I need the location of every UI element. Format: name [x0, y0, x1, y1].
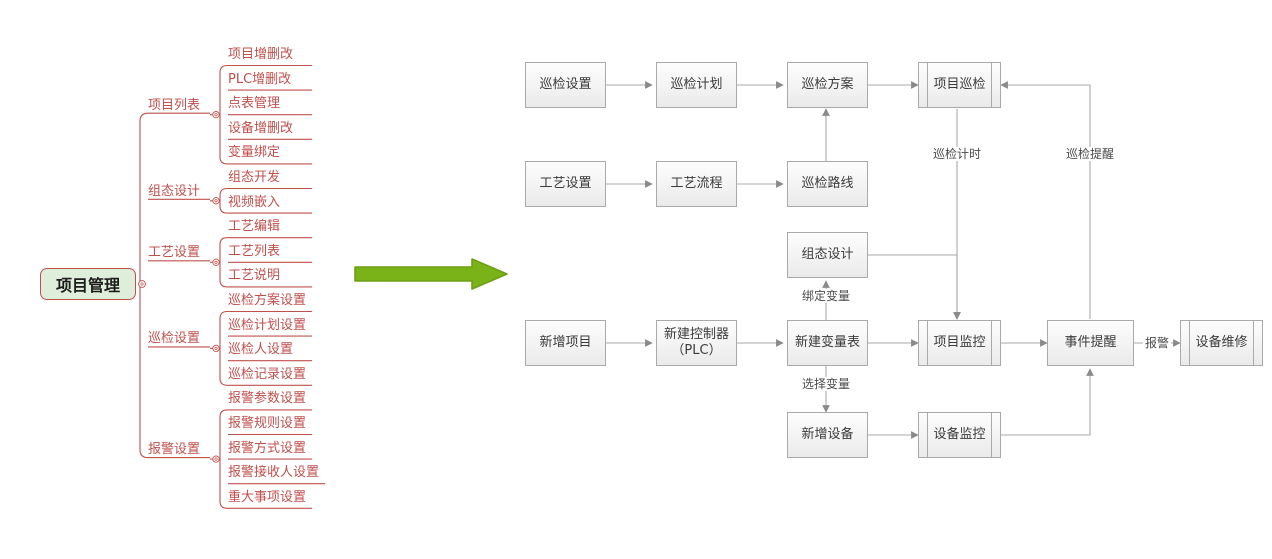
mindmap-root-label: 项目管理	[55, 276, 120, 295]
flow-node-n9[interactable]: 新增项目	[525, 320, 606, 366]
mindmap-leaf-4-3[interactable]: 报警接收人设置	[228, 465, 320, 481]
flow-node-label: 工艺设置	[539, 176, 592, 191]
predefined-right-bar	[1253, 321, 1254, 365]
flow-node-n10[interactable]: 新建控制器 （PLC）	[656, 320, 737, 366]
mindmap-branch-0[interactable]: 项目列表	[148, 97, 201, 113]
flow-node-n1[interactable]: 巡检设置	[525, 62, 606, 108]
predefined-left-bar	[927, 413, 928, 457]
flow-node-label: 设备监控	[933, 427, 986, 442]
mindmap-leaf-0-4[interactable]: 变量绑定	[228, 145, 281, 161]
mindmap-branch-3[interactable]: 巡检设置	[148, 331, 201, 347]
mindmap-branch-2[interactable]: 工艺设置	[148, 245, 201, 261]
mindmap-leaf-2-1[interactable]: 工艺列表	[228, 243, 281, 259]
mindmap-branch-1[interactable]: 组态设计	[148, 183, 201, 199]
predefined-right-bar	[991, 413, 992, 457]
flow-edge-label-e-xjjs: 巡检计时	[931, 147, 984, 161]
mindmap-leaf-0-1[interactable]: PLC增删改	[228, 71, 292, 87]
flow-edge-label-e-bj: 报警	[1143, 336, 1172, 350]
predefined-right-bar	[991, 63, 992, 107]
green-right-arrow-icon	[354, 258, 508, 290]
mindmap-leaf-1-1[interactable]: 视频嵌入	[228, 194, 281, 210]
flow-node-label: 项目巡检	[933, 77, 986, 92]
predefined-left-bar	[927, 63, 928, 107]
flow-node-label: 巡检计划	[670, 77, 723, 92]
mindmap-leaf-0-0[interactable]: 项目增删改	[228, 47, 294, 62]
mindmap-leaf-4-4[interactable]: 重大事项设置	[228, 489, 307, 505]
mindmap-leaf-1-0[interactable]: 组态开发	[228, 170, 281, 185]
mindmap-leaf-4-2[interactable]: 报警方式设置	[228, 440, 307, 456]
flow-node-n12[interactable]: 项目监控	[918, 320, 1001, 366]
flow-node-label: 巡检设置	[539, 77, 592, 92]
predefined-left-bar	[927, 321, 928, 365]
mindmap-leaf-2-0[interactable]: 工艺编辑	[228, 219, 281, 235]
flow-node-label: 巡检方案	[801, 77, 854, 92]
flow-edge-label-e-xjtx: 巡检提醒	[1064, 147, 1117, 161]
flow-node-label: 新建变量表	[794, 335, 860, 350]
flow-node-n7[interactable]: 巡检路线	[787, 161, 868, 207]
flow-node-n13[interactable]: 事件提醒	[1047, 320, 1134, 366]
flow-node-label: 事件提醒	[1064, 335, 1117, 350]
flow-node-n11[interactable]: 新建变量表	[787, 320, 868, 366]
flow-node-label: 新增项目	[539, 335, 592, 350]
flow-node-n3[interactable]: 巡检方案	[787, 62, 868, 108]
mindmap-leaf-0-3[interactable]: 设备增删改	[228, 120, 294, 136]
flow-node-n8[interactable]: 组态设计	[787, 232, 868, 278]
mindmap-leaf-3-0[interactable]: 巡检方案设置	[228, 293, 307, 308]
mindmap-root-node[interactable]: 项目管理	[40, 268, 136, 300]
flow-node-label: 巡检路线	[801, 176, 854, 191]
flow-node-label: 组态设计	[801, 247, 854, 262]
mindmap-branch-4[interactable]: 报警设置	[148, 442, 201, 458]
flow-node-n14[interactable]: 设备维修	[1180, 320, 1263, 366]
mindmap-leaf-3-3[interactable]: 巡检记录设置	[228, 366, 307, 382]
flow-node-label: 设备维修	[1195, 335, 1248, 350]
predefined-left-bar	[1189, 321, 1190, 365]
mindmap-leaf-3-1[interactable]: 巡检计划设置	[228, 317, 307, 333]
flow-edge-label-e-xzbl: 选择变量	[800, 377, 853, 391]
flow-node-label: 工艺流程	[670, 176, 723, 191]
flow-node-label: 新建控制器 （PLC）	[663, 327, 729, 358]
mindmap-leaf-4-0[interactable]: 报警参数设置	[228, 391, 307, 407]
mindmap-leaf-3-2[interactable]: 巡检人设置	[228, 342, 294, 358]
flow-node-n4[interactable]: 项目巡检	[918, 62, 1001, 108]
flow-node-label: 项目监控	[933, 335, 986, 350]
mindmap-leaf-2-2[interactable]: 工艺说明	[228, 268, 281, 284]
flow-node-n6[interactable]: 工艺流程	[656, 161, 737, 207]
flow-node-n16[interactable]: 设备监控	[918, 412, 1001, 458]
flow-node-n2[interactable]: 巡检计划	[656, 62, 737, 108]
flow-edge-label-e-bdbl: 绑定变量	[800, 289, 853, 303]
flow-node-label: 新增设备	[801, 427, 854, 442]
mindmap-leaf-0-2[interactable]: 点表管理	[228, 96, 281, 112]
predefined-right-bar	[991, 321, 992, 365]
flow-node-n15[interactable]: 新增设备	[787, 412, 868, 458]
mindmap-leaf-4-1[interactable]: 报警规则设置	[228, 416, 307, 431]
flow-node-n5[interactable]: 工艺设置	[525, 161, 606, 207]
